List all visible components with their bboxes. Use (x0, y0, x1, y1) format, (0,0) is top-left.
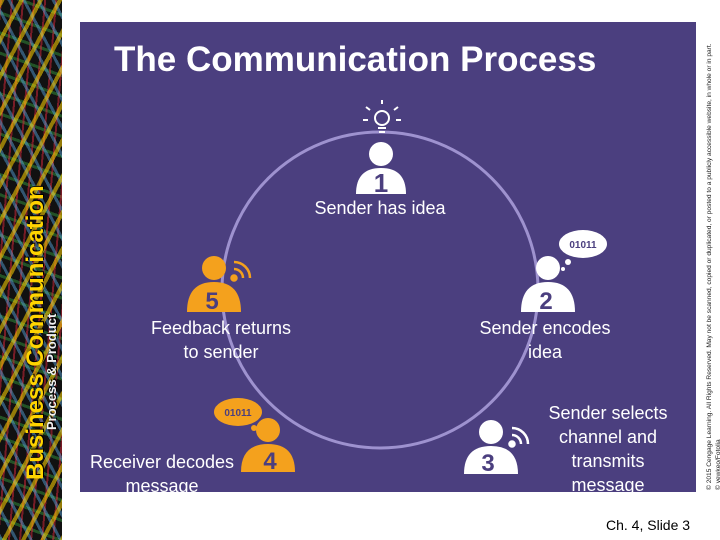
step-1-label: Sender has idea (314, 198, 446, 218)
step-5-figure: 5 (187, 256, 241, 315)
signal-waves-icon (508, 426, 530, 448)
step-4-label: Receiver decodes message (89, 452, 235, 496)
book-cover-strip: Business Communication Process & Product (0, 0, 62, 540)
step-5-label: Feedback returns to sender (150, 318, 292, 362)
slide-panel (80, 22, 696, 492)
step-3-number: 3 (481, 450, 494, 477)
step-1-number: 1 (374, 168, 388, 198)
step-3-label: Sender selects channel and transmits mes… (548, 403, 668, 495)
slide-number: Ch. 4, Slide 3 (606, 517, 691, 533)
speech-bubble-icon: 01011 (559, 230, 607, 271)
step-5-number: 5 (205, 288, 218, 315)
copyright-notice: © 2015 Cengage Learning. All Rights Rese… (706, 43, 720, 490)
step-4-figure: 4 (241, 418, 295, 475)
communication-cycle-diagram: 1 2 01011 3 4 (187, 100, 607, 477)
slide-title: The Communication Process (114, 40, 597, 79)
step-2-number: 2 (539, 288, 552, 315)
svg-text:01011: 01011 (569, 240, 597, 251)
book-subtitle: Process & Product (44, 313, 59, 430)
signal-waves-icon (230, 260, 252, 282)
step-2-label: Sender encodes idea (479, 318, 611, 362)
step-1-figure: 1 (354, 142, 408, 198)
step-3-figure: 3 (464, 420, 518, 477)
speech-bubble-icon: 01011 (214, 398, 262, 436)
step-2-figure: 2 (521, 256, 575, 315)
svg-text:01011: 01011 (224, 408, 252, 419)
step-4-number: 4 (263, 448, 277, 475)
lightbulb-icon (363, 100, 401, 133)
